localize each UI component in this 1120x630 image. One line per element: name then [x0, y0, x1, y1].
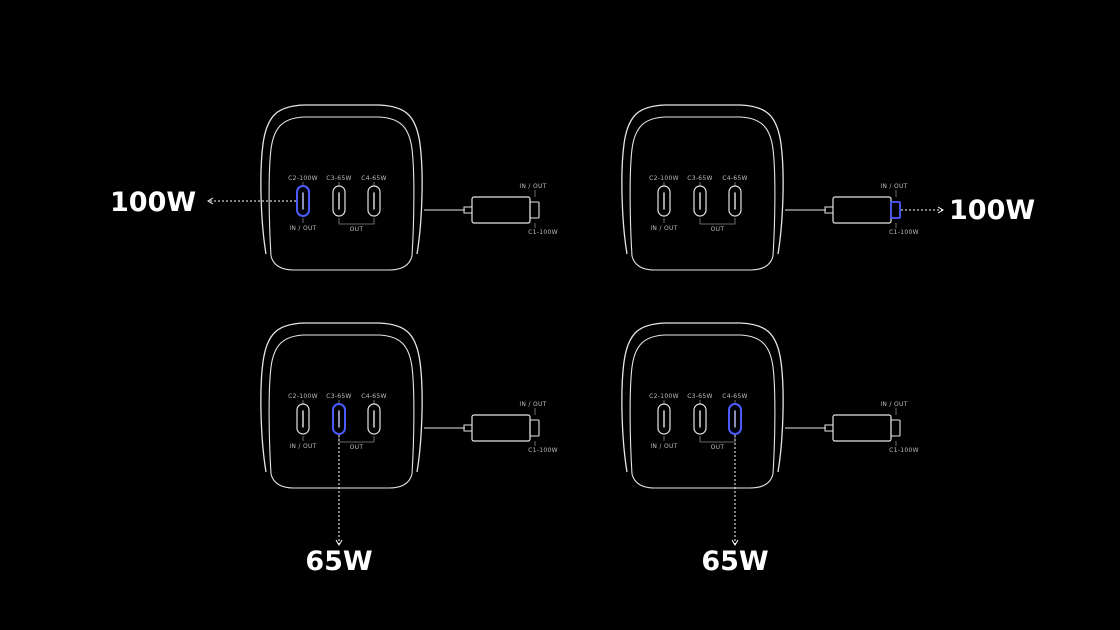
cable-label-in-out: IN / OUT: [880, 183, 907, 190]
charger-panel-bottom-left: C2-100W C3-65W C4-65W IN / OUT OUT IN / OUT C1…: [260, 322, 558, 489]
cable-label-in-out: IN / OUT: [519, 183, 546, 190]
charger-panel-top-left: C2-100W C3-65W C4-65W IN / OUT OUT IN / OUT C1…: [260, 104, 558, 271]
usb-c-port-c2: [657, 403, 671, 435]
port-label-c4: C4-65W: [722, 393, 748, 400]
power-label-bottom-left: 65W: [305, 546, 372, 577]
usb-c-port-c3: [332, 185, 346, 217]
panels-root: C2-100W C3-65W C4-65W IN / OUT OUT IN / OUT C1…: [110, 104, 1035, 577]
plug-tip-c1: [529, 201, 540, 219]
charger-inner-shell: [629, 116, 776, 257]
usb-c-port-c4: [367, 185, 381, 217]
power-label-top-left: 100W: [110, 187, 196, 218]
charger-inner-shell: [268, 116, 415, 257]
usb-c-port-c3: [693, 403, 707, 435]
usb-c-port-c2: [296, 185, 310, 217]
port-label-c3: C3-65W: [687, 393, 713, 400]
usb-c-port-c2: [657, 185, 671, 217]
charger-base: [270, 473, 413, 489]
cable-label-c1: C1-100W: [889, 447, 919, 454]
charger-panel-bottom-right: C2-100W C3-65W C4-65W IN / OUT OUT IN / OUT C1…: [621, 322, 919, 489]
port-label-in-out: IN / OUT: [289, 225, 316, 232]
power-label-bottom-right: 65W: [701, 546, 768, 577]
port-label-c4: C4-65W: [722, 175, 748, 182]
cable-label-in-out: IN / OUT: [519, 401, 546, 408]
usb-c-port-c3: [693, 185, 707, 217]
port-label-in-out: IN / OUT: [289, 443, 316, 450]
charger-base: [270, 255, 413, 271]
plug-tip-c1: [890, 201, 901, 219]
charger-outer-shell: [260, 104, 423, 255]
plug-tip-c1: [890, 419, 901, 437]
port-label-c3: C3-65W: [326, 393, 352, 400]
port-label-out: OUT: [711, 226, 725, 233]
arrow-head-bottom-left: [335, 539, 343, 546]
cable-label-c1: C1-100W: [889, 229, 919, 236]
charger-base: [631, 473, 774, 489]
usb-c-port-c4: [728, 403, 742, 435]
port-label-c3: C3-65W: [326, 175, 352, 182]
charger-outer-shell: [260, 322, 423, 473]
port-label-c2: C2-100W: [288, 175, 318, 182]
port-label-out: OUT: [350, 226, 364, 233]
usb-c-port-c4: [728, 185, 742, 217]
out-bracket: [699, 218, 736, 225]
plug-tip-c1: [529, 419, 540, 437]
charger-outer-shell: [621, 322, 784, 473]
cable-label-c1: C1-100W: [528, 447, 558, 454]
power-label-top-right: 100W: [949, 195, 1035, 226]
port-label-c2: C2-100W: [649, 393, 679, 400]
port-label-c2: C2-100W: [649, 175, 679, 182]
usb-c-port-c2: [296, 403, 310, 435]
cable-label-in-out: IN / OUT: [880, 401, 907, 408]
usb-c-port-c3: [332, 403, 346, 435]
cable-label-c1: C1-100W: [528, 229, 558, 236]
port-label-c4: C4-65W: [361, 175, 387, 182]
charger-outer-shell: [621, 104, 784, 255]
port-label-c4: C4-65W: [361, 393, 387, 400]
usb-c-port-c4: [367, 403, 381, 435]
charger-panel-top-right: C2-100W C3-65W C4-65W IN / OUT OUT IN / OUT C1…: [621, 104, 919, 271]
charger-base: [631, 255, 774, 271]
port-label-out: OUT: [350, 444, 364, 451]
out-bracket: [338, 218, 375, 225]
port-label-c3: C3-65W: [687, 175, 713, 182]
arrow-head-top-left: [207, 197, 214, 205]
port-label-c2: C2-100W: [288, 393, 318, 400]
arrow-head-bottom-right: [731, 539, 739, 546]
charger-inner-shell: [629, 334, 776, 475]
arrow-head-top-right: [937, 206, 944, 214]
port-label-in-out: IN / OUT: [650, 225, 677, 232]
port-label-in-out: IN / OUT: [650, 443, 677, 450]
charger-inner-shell: [268, 334, 415, 475]
port-label-out: OUT: [711, 444, 725, 451]
